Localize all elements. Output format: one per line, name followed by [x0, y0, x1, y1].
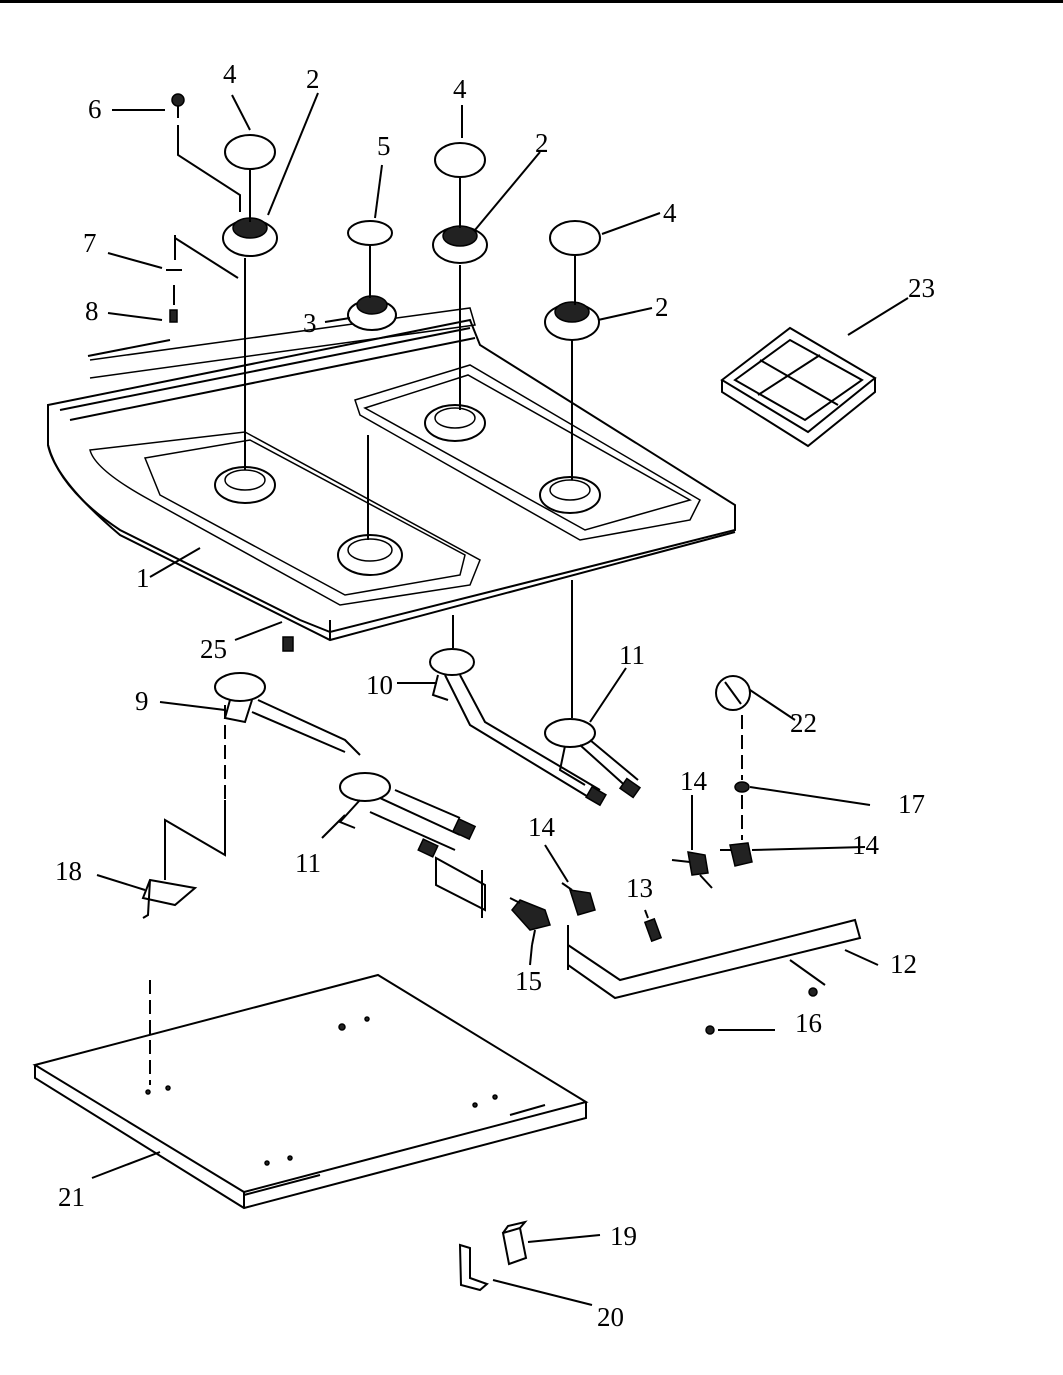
bottom-panel-part-21	[32, 973, 589, 1210]
callout-17: 17	[898, 789, 925, 819]
callout-23: 23	[908, 273, 935, 303]
callout-4: 4	[663, 198, 677, 228]
callout-21: 21	[58, 1182, 85, 1212]
burner-cap	[224, 134, 276, 170]
manifold-part-12	[567, 918, 862, 1000]
bracket-part-20	[458, 1243, 489, 1292]
callout-1: 1	[136, 563, 150, 593]
orifice-part-13	[643, 917, 663, 943]
top-border-rule	[0, 0, 1063, 3]
burner-opening	[214, 466, 276, 504]
burner-tube-part-9	[214, 672, 361, 756]
callout-6: 6	[88, 94, 102, 124]
callout-labels: 1 2 2 2 3 4 4 4 5 6 7 8 9 10 11 11 12 13…	[55, 59, 935, 1332]
callout-15: 15	[515, 966, 542, 996]
callout-18: 18	[55, 856, 82, 886]
burner-head	[432, 225, 488, 264]
callout-2: 2	[306, 64, 320, 94]
callout-11: 11	[619, 640, 645, 670]
knob-part-22	[715, 675, 751, 711]
callout-10: 10	[366, 670, 393, 700]
screw-part-25	[282, 636, 294, 652]
valve-part-14	[671, 851, 713, 889]
burner-opening	[424, 404, 486, 442]
burner-tube-part-11	[544, 718, 642, 799]
bracket-part-18	[141, 878, 198, 919]
callout-4: 4	[223, 59, 237, 89]
callout-4: 4	[453, 74, 467, 104]
callout-19: 19	[610, 1221, 637, 1251]
burner-cap-small	[347, 220, 393, 246]
callout-3: 3	[303, 308, 317, 338]
callout-20: 20	[597, 1302, 624, 1332]
callout-11: 11	[295, 848, 321, 878]
burner-head-small	[347, 295, 397, 331]
burner-opening	[539, 476, 601, 514]
callout-13: 13	[626, 873, 653, 903]
screw-part-6	[171, 93, 185, 118]
callout-7: 7	[83, 228, 97, 258]
callout-9: 9	[135, 686, 149, 716]
callout-25: 25	[200, 634, 227, 664]
burner-grate	[720, 326, 877, 448]
valve-part-14	[561, 882, 596, 916]
callout-16: 16	[795, 1008, 822, 1038]
screw-part-8	[169, 309, 178, 323]
callout-14: 14	[528, 812, 556, 842]
burner-opening	[337, 534, 403, 576]
clip-part-17	[734, 781, 750, 793]
burner-cap	[549, 220, 601, 256]
callout-5: 5	[377, 131, 391, 161]
callout-2: 2	[535, 128, 549, 158]
burner-head	[222, 217, 278, 257]
callout-2: 2	[655, 292, 669, 322]
callout-12: 12	[890, 949, 917, 979]
callout-22: 22	[790, 708, 817, 738]
cooktop-panel	[47, 307, 736, 642]
burner-tube-part-10	[429, 648, 607, 807]
callout-8: 8	[85, 296, 99, 326]
valve-part-14	[720, 842, 753, 867]
burner-head	[544, 301, 600, 341]
insulator-part-19	[501, 1220, 528, 1266]
burner-cap	[434, 142, 486, 178]
callout-14: 14	[680, 766, 708, 796]
burner-tube-part-11	[338, 772, 477, 858]
callout-14: 14	[852, 830, 880, 860]
valve-part-15	[509, 897, 551, 946]
leader-lines	[91, 92, 909, 1306]
screw-part-16	[705, 987, 818, 1035]
